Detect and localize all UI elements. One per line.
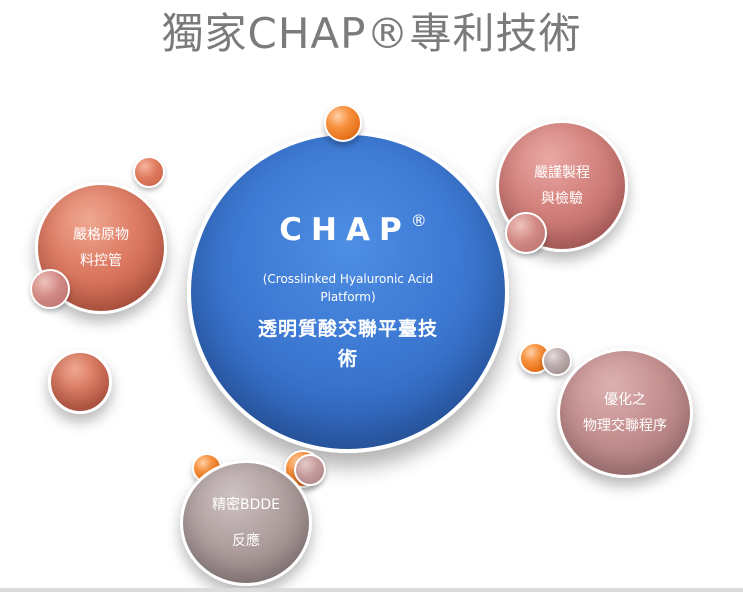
floating-orb-left xyxy=(48,350,112,414)
small-orb-right-grey xyxy=(542,346,572,376)
bdde-line2: 反應 xyxy=(232,533,260,549)
strict-process-line2: 與檢驗 xyxy=(541,191,583,207)
optimization-line1: 優化之 xyxy=(604,392,646,408)
raw-material-line2: 料控管 xyxy=(80,253,122,269)
bdde-line1: 精密BDDE xyxy=(211,497,280,513)
small-orb-right-top xyxy=(505,212,547,254)
chap-center-sphere: CHAP® (Crosslinked Hyaluronic Acid Platf… xyxy=(187,131,509,453)
optimization-line2: 物理交聯程序 xyxy=(583,418,667,434)
center-subtitle-line2: Platform) xyxy=(320,289,376,304)
center-chinese-line2: 術 xyxy=(337,347,358,370)
bottom-divider xyxy=(0,588,743,592)
small-orb-left-top xyxy=(133,156,165,188)
strict-process-line1: 嚴謹製程 xyxy=(534,165,590,181)
page-title: 獨家CHAP®專利技術 xyxy=(161,9,582,58)
center-subtitle-line1: (Crosslinked Hyaluronic Acid xyxy=(262,271,434,286)
optimization-node: 優化之 物理交聯程序 xyxy=(557,348,693,478)
chap-logo: CHAP® xyxy=(279,210,427,248)
bdde-node: 精密BDDE 反應 xyxy=(180,460,312,586)
orange-orb-top xyxy=(324,104,362,142)
small-orb-bottom-grey xyxy=(294,454,326,486)
raw-material-line1: 嚴格原物 xyxy=(73,227,129,243)
small-orb-left-bottom xyxy=(30,269,70,309)
center-chinese-line1: 透明質酸交聯平臺技 xyxy=(257,317,438,340)
